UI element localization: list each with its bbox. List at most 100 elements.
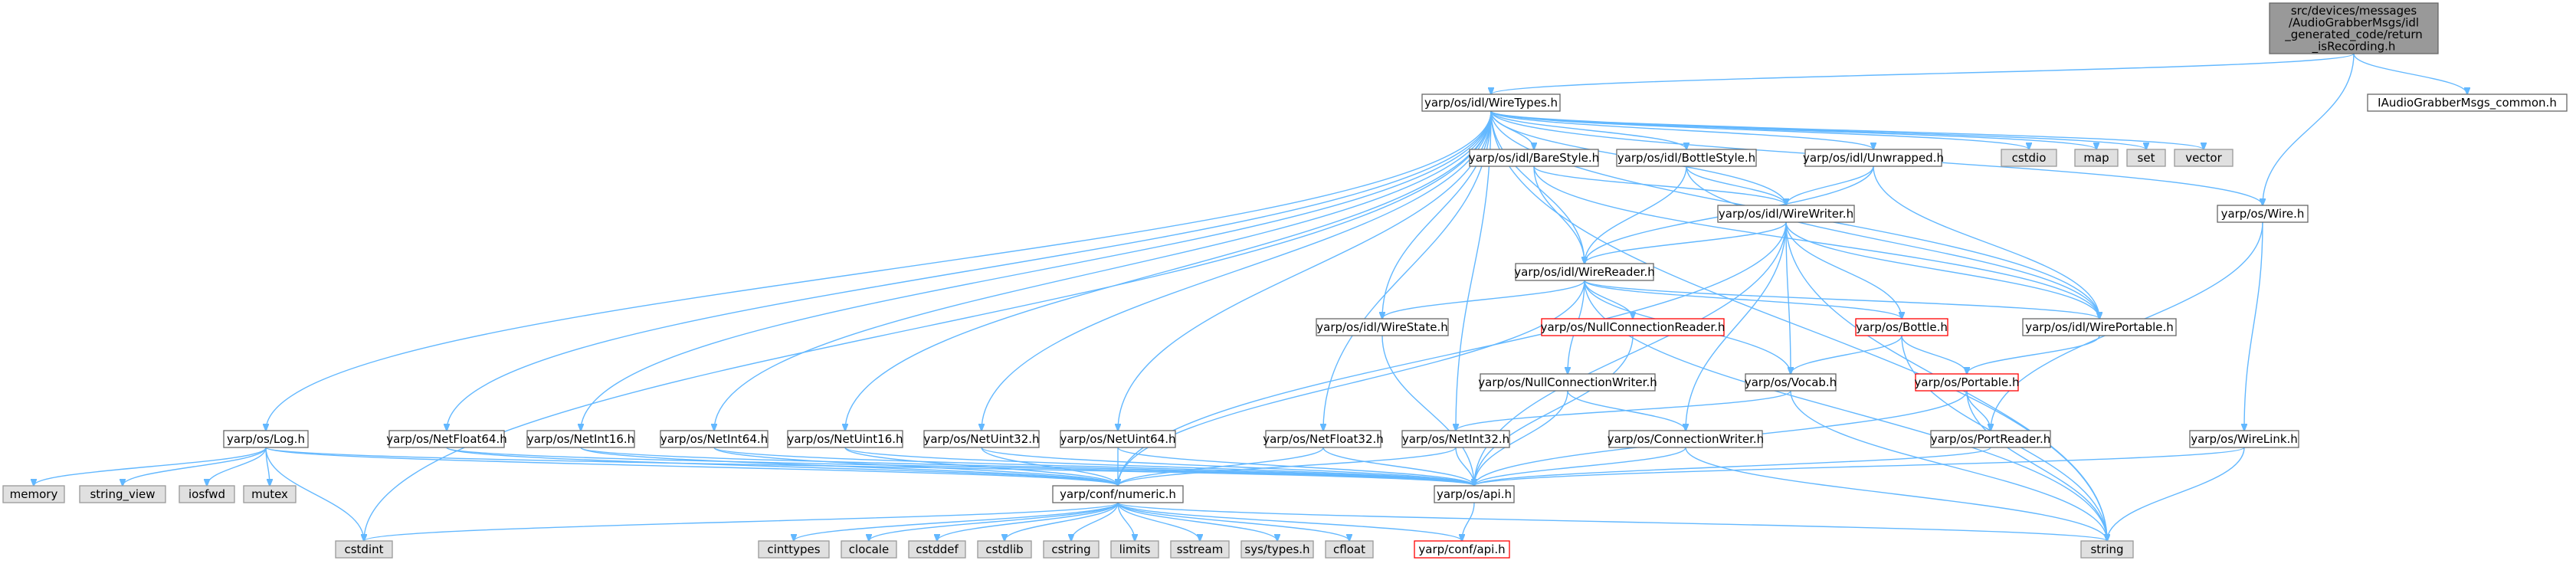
node-confapi[interactable]: yarp/conf/api.h (1414, 540, 1510, 559)
edge-netint64-to-numeric (713, 447, 1118, 486)
node-cstdlib[interactable]: cstdlib (977, 540, 1032, 559)
node-label: set (2138, 151, 2155, 165)
node-label: vector (2185, 151, 2222, 165)
node-label: cstdint (344, 542, 383, 556)
node-barestyle[interactable]: yarp/os/idl/BareStyle.h (1469, 149, 1599, 167)
node-portable[interactable]: yarp/os/Portable.h (1915, 373, 2020, 392)
node-label: yarp/os/idl/WirePortable.h (2025, 320, 2174, 334)
node-connwriter[interactable]: yarp/os/ConnectionWriter.h (1608, 430, 1764, 448)
edge-wiretypes-to-netuint64 (1118, 110, 1492, 431)
node-netint16[interactable]: yarp/os/NetInt16.h (526, 430, 635, 448)
edge-numeric-to-cstdlib (1005, 502, 1119, 541)
node-label: yarp/os/NetFloat64.h (386, 432, 507, 446)
node-netuint32[interactable]: yarp/os/NetUint32.h (923, 430, 1040, 448)
node-label: /AudioGrabberMsgs/idl (2289, 15, 2419, 29)
node-netuint64[interactable]: yarp/os/NetUint64.h (1060, 430, 1176, 448)
node-string[interactable]: string (2080, 540, 2134, 559)
node-unwrapped[interactable]: yarp/os/idl/Unwrapped.h (1803, 149, 1944, 167)
node-nullconnwriter[interactable]: yarp/os/NullConnectionWriter.h (1478, 373, 1657, 392)
edge-log-to-numeric (265, 447, 1118, 486)
edge-root-to-wiretypes (1491, 53, 2355, 94)
edge-wiretypes-to-netint64 (714, 110, 1492, 431)
node-cstring[interactable]: cstring (1043, 540, 1100, 559)
node-box (2269, 2, 2439, 54)
node-box (335, 540, 393, 559)
edge-netuint16-to-numeric (844, 447, 1118, 486)
edge-nullconnwriter-to-api (1474, 390, 1568, 486)
node-clocale[interactable]: clocale (841, 540, 897, 559)
edge-wiretypes-to-netint16 (581, 110, 1492, 431)
edge-netuint32-to-api (981, 447, 1474, 486)
edge-wirewriter-to-wirereader (1585, 221, 1787, 264)
node-box (243, 485, 297, 503)
node-netfloat32[interactable]: yarp/os/NetFloat32.h (1263, 430, 1384, 448)
edge-wirestate-to-api (1381, 335, 1474, 486)
edge-vocab-to-string (1790, 390, 2107, 541)
node-wirereader[interactable]: yarp/os/idl/WireReader.h (1514, 263, 1655, 281)
node-label: yarp/os/idl/WireWriter.h (1719, 207, 1853, 221)
edge-unwrapped-to-wirewriter (1786, 166, 1874, 205)
node-label: yarp/os/idl/BottleStyle.h (1617, 151, 1755, 165)
edge-connwriter-to-api (1474, 447, 1686, 486)
node-box (1717, 205, 1855, 223)
node-label: sys/types.h (1244, 542, 1309, 556)
node-box (2174, 149, 2234, 167)
edge-root-to-wire (2263, 53, 2355, 205)
node-wireportable[interactable]: yarp/os/idl/WirePortable.h (2022, 318, 2177, 336)
node-string_view[interactable]: string_view (79, 485, 166, 503)
node-mutex[interactable]: mutex (243, 485, 297, 503)
edge-barestyle-to-wirereader (1533, 166, 1585, 264)
node-sstream[interactable]: sstream (1170, 540, 1230, 559)
node-wire[interactable]: yarp/os/Wire.h (2217, 205, 2309, 223)
edge-log-to-memory (34, 447, 267, 486)
node-limits[interactable]: limits (1110, 540, 1159, 559)
node-label: yarp/os/idl/Unwrapped.h (1803, 151, 1944, 165)
node-label: yarp/os/idl/WireReader.h (1514, 265, 1655, 279)
edge-numeric-to-string (1117, 502, 2107, 541)
node-label: yarp/os/NetFloat32.h (1263, 432, 1384, 446)
node-netuint16[interactable]: yarp/os/NetUint16.h (787, 430, 903, 448)
node-wirelink[interactable]: yarp/os/WireLink.h (2189, 430, 2299, 448)
node-netfloat64[interactable]: yarp/os/NetFloat64.h (386, 430, 507, 448)
node-netint32[interactable]: yarp/os/NetInt32.h (1401, 430, 1510, 448)
edge-api-to-confapi (1462, 502, 1475, 541)
node-systypes[interactable]: sys/types.h (1240, 540, 1314, 559)
node-vector[interactable]: vector (2174, 149, 2234, 167)
edge-netfloat32-to-api (1322, 447, 1474, 486)
node-cinttypes[interactable]: cinttypes (758, 540, 830, 559)
node-box (1414, 540, 1510, 559)
node-vocab[interactable]: yarp/os/Vocab.h (1745, 373, 1837, 392)
edge-log-to-api (265, 447, 1474, 486)
node-cstddef[interactable]: cstddef (908, 540, 966, 559)
node-label: yarp/os/Vocab.h (1745, 375, 1837, 389)
node-label: cstdlib (985, 542, 1023, 556)
node-bottle[interactable]: yarp/os/Bottle.h (1855, 318, 1948, 336)
node-box (526, 430, 635, 448)
node-map[interactable]: map (2074, 149, 2119, 167)
node-box (1421, 93, 1561, 112)
node-cstdio[interactable]: cstdio (2001, 149, 2057, 167)
node-label: yarp/os/NetInt64.h (660, 432, 768, 446)
node-common[interactable]: IAudioGrabberMsgs_common.h (2367, 93, 2568, 112)
node-iosfwd[interactable]: iosfwd (179, 485, 235, 503)
node-box (1043, 540, 1100, 559)
node-wiretypes[interactable]: yarp/os/idl/WireTypes.h (1421, 93, 1561, 112)
node-numeric[interactable]: yarp/conf/numeric.h (1052, 485, 1184, 503)
node-set[interactable]: set (2126, 149, 2166, 167)
edge-netint16-to-api (580, 447, 1474, 486)
node-portreader[interactable]: yarp/os/PortReader.h (1930, 430, 2051, 448)
node-netint64[interactable]: yarp/os/NetInt64.h (660, 430, 769, 448)
node-log[interactable]: yarp/os/Log.h (223, 430, 309, 448)
node-memory[interactable]: memory (2, 485, 65, 503)
node-box (1110, 540, 1159, 559)
node-wirewriter[interactable]: yarp/os/idl/WireWriter.h (1717, 205, 1855, 223)
node-label: yarp/os/Portable.h (1915, 375, 2020, 389)
node-root[interactable]: src/devices/messages/AudioGrabberMsgs/id… (2269, 2, 2439, 54)
node-wirestate[interactable]: yarp/os/idl/WireState.h (1316, 318, 1449, 336)
node-bottlestyle[interactable]: yarp/os/idl/BottleStyle.h (1616, 149, 1757, 167)
node-nullconnreader[interactable]: yarp/os/NullConnectionReader.h (1541, 318, 1726, 336)
node-api[interactable]: yarp/os/api.h (1434, 485, 1515, 503)
node-cstdint[interactable]: cstdint (335, 540, 393, 559)
node-cfloat[interactable]: cfloat (1325, 540, 1374, 559)
node-label: yarp/os/PortReader.h (1931, 432, 2051, 446)
